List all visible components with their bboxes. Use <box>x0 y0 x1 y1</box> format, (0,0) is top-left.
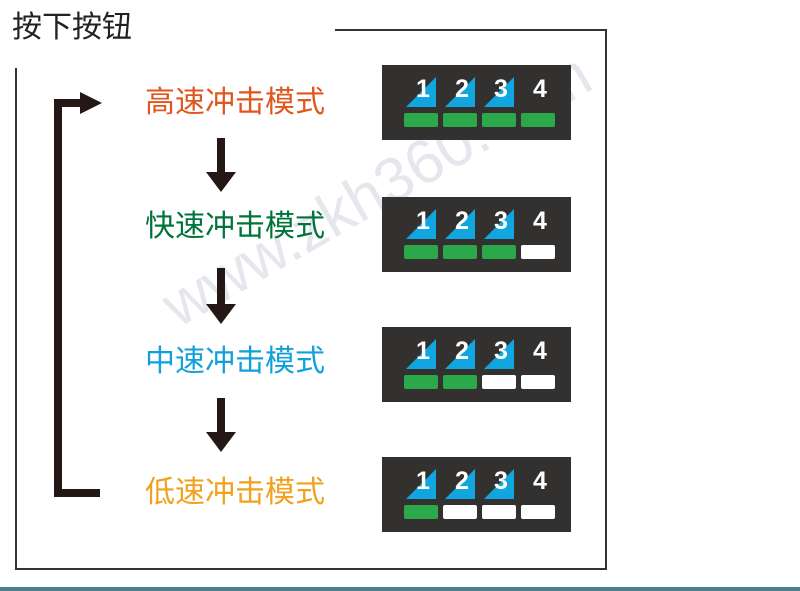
switch-number: 4 <box>533 467 547 495</box>
led-on <box>482 245 516 259</box>
led-on <box>404 375 438 389</box>
switch-indicator: 4 <box>521 467 557 519</box>
frame-border <box>15 568 607 570</box>
loop-arrow-head-icon <box>80 92 102 114</box>
switch-number: 3 <box>494 467 508 495</box>
loop-arrow-line <box>54 99 82 107</box>
led-on <box>404 113 438 127</box>
switch-indicator: 4 <box>521 75 557 127</box>
switch-indicator: 4 <box>521 337 557 389</box>
switch-number: 1 <box>416 467 430 495</box>
led-off <box>521 245 555 259</box>
triangle-icon <box>406 209 436 239</box>
switch-indicator: 2 <box>443 75 479 127</box>
switch-indicator: 1 <box>404 75 440 127</box>
led-off <box>521 375 555 389</box>
frame-border <box>335 29 607 31</box>
switch-indicator: 1 <box>404 467 440 519</box>
led-off <box>482 375 516 389</box>
switch-indicator: 1 <box>404 207 440 259</box>
switch-indicator: 2 <box>443 337 479 389</box>
led-off <box>482 505 516 519</box>
switch-number: 1 <box>416 75 430 103</box>
switch-indicator: 3 <box>482 75 518 127</box>
loop-arrow-line <box>54 99 62 497</box>
switch-number: 4 <box>533 75 547 103</box>
triangle-icon <box>484 209 514 239</box>
led-on <box>404 245 438 259</box>
mode-label: 快速冲击模式 <box>145 209 325 244</box>
switch-number: 4 <box>533 337 547 365</box>
switch-indicator: 3 <box>482 337 518 389</box>
switch-number: 2 <box>455 337 469 365</box>
led-on <box>443 245 477 259</box>
switch-indicator: 2 <box>443 207 479 259</box>
mode-label: 中速冲击模式 <box>145 344 325 379</box>
switch-number: 3 <box>494 337 508 365</box>
switch-number: 1 <box>416 207 430 235</box>
switch-indicator: 4 <box>521 207 557 259</box>
frame-border <box>15 68 17 570</box>
triangle-icon <box>484 469 514 499</box>
triangle-icon <box>445 339 475 369</box>
mode-label: 低速冲击模式 <box>145 475 325 510</box>
led-on <box>521 113 555 127</box>
triangle-icon <box>445 77 475 107</box>
triangle-icon <box>445 469 475 499</box>
footer-line <box>0 587 800 591</box>
switch-indicator: 3 <box>482 207 518 259</box>
led-on <box>482 113 516 127</box>
switch-number: 2 <box>455 207 469 235</box>
switch-number: 2 <box>455 467 469 495</box>
mode-label: 高速冲击模式 <box>145 85 325 120</box>
led-on <box>443 375 477 389</box>
page-title: 按下按钮 <box>12 10 132 45</box>
triangle-icon <box>445 209 475 239</box>
switch-indicator: 2 <box>443 467 479 519</box>
led-off <box>521 505 555 519</box>
triangle-icon <box>484 339 514 369</box>
switch-indicator: 3 <box>482 467 518 519</box>
switch-number: 2 <box>455 75 469 103</box>
switch-number: 3 <box>494 75 508 103</box>
triangle-icon <box>406 77 436 107</box>
triangle-icon <box>406 469 436 499</box>
loop-arrow-line <box>54 489 100 497</box>
frame-border <box>605 29 607 570</box>
led-off <box>443 505 477 519</box>
triangle-icon <box>406 339 436 369</box>
switch-indicator: 1 <box>404 337 440 389</box>
led-on <box>404 505 438 519</box>
switch-number: 3 <box>494 207 508 235</box>
switch-number: 1 <box>416 337 430 365</box>
switch-number: 4 <box>533 207 547 235</box>
led-on <box>443 113 477 127</box>
triangle-icon <box>484 77 514 107</box>
